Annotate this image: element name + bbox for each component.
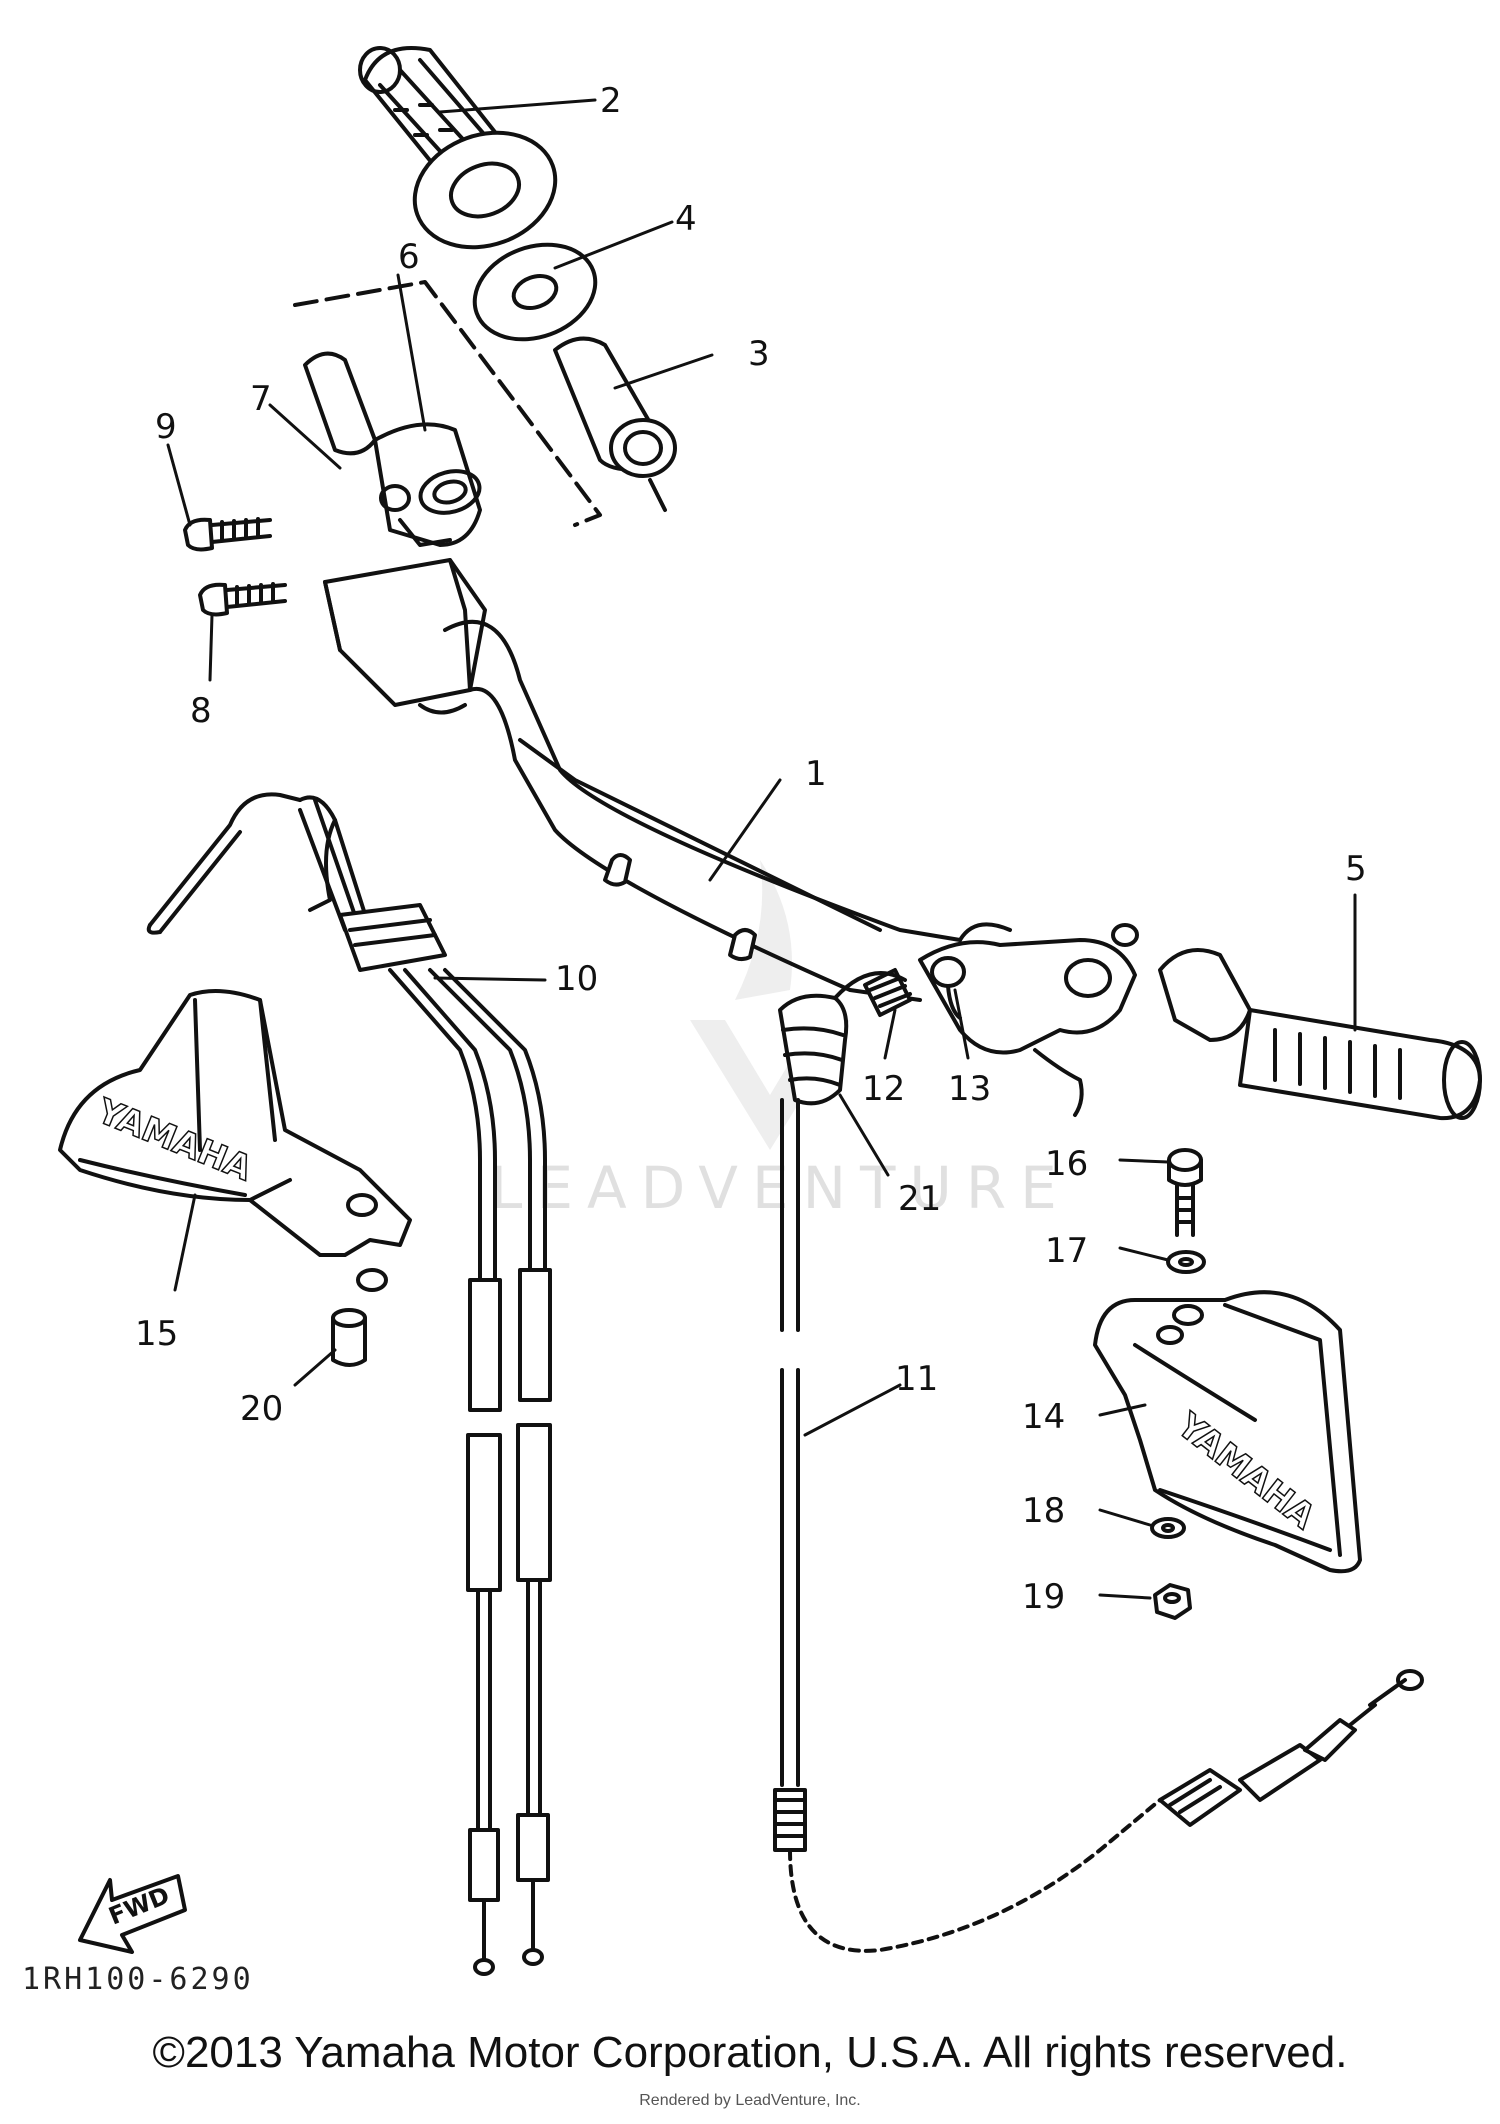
callout-1: 1 [805, 754, 827, 794]
callout-labels: 1 2 3 4 5 6 7 8 9 10 11 12 13 14 15 16 1… [135, 81, 1367, 1617]
leader-lines [166, 98, 1357, 1600]
throttle-cables [146, 792, 552, 1976]
callout-17: 17 [1045, 1231, 1088, 1271]
hand-guard-left [58, 989, 412, 1292]
throttle-sleeve [553, 336, 677, 512]
callout-12: 12 [862, 1069, 905, 1109]
cable-clamp [863, 968, 912, 1017]
hand-guard-right [1093, 1290, 1362, 1574]
callout-10: 10 [555, 959, 598, 999]
callout-20: 20 [240, 1389, 283, 1429]
callout-4: 4 [675, 199, 697, 239]
callout-19: 19 [1022, 1577, 1065, 1617]
nut-19 [1153, 1583, 1192, 1620]
callout-5: 5 [1345, 849, 1367, 889]
kit-outline [293, 280, 602, 527]
grip-right [1158, 948, 1482, 1121]
callout-11: 11 [895, 1359, 938, 1399]
callout-9: 9 [155, 407, 177, 447]
watermark-text: LEADVENTURE [490, 1154, 1071, 1222]
clutch-cable [773, 1098, 1424, 1953]
collar-washer [472, 242, 598, 342]
callout-15: 15 [135, 1314, 178, 1354]
callout-14: 14 [1022, 1397, 1065, 1437]
callout-13: 13 [948, 1069, 991, 1109]
clutch-perch [918, 922, 1139, 1117]
callout-21: 21 [898, 1179, 941, 1219]
switch-block [323, 558, 487, 715]
screw-9 [183, 517, 272, 552]
throttle-housing [303, 351, 482, 547]
washer-18 [1150, 1517, 1186, 1539]
callout-18: 18 [1022, 1491, 1065, 1531]
copyright-notice: ©2013 Yamaha Motor Corporation, U.S.A. A… [152, 2028, 1348, 2077]
bolt-16 [1167, 1148, 1203, 1237]
washer-17 [1166, 1250, 1206, 1274]
callout-2: 2 [600, 81, 622, 121]
screw-8 [198, 582, 287, 617]
callout-7: 7 [250, 379, 272, 419]
grip-left [358, 46, 558, 250]
callout-3: 3 [748, 334, 770, 374]
diagram-reference-code: 1RH100-6290 [22, 1962, 254, 1997]
callout-8: 8 [190, 691, 212, 731]
handlebar [443, 619, 962, 1002]
callout-16: 16 [1045, 1144, 1088, 1184]
fwd-arrow-icon [78, 1874, 187, 1954]
cable-holder [778, 971, 907, 1106]
callout-6: 6 [398, 237, 420, 277]
hot-start-switch [930, 956, 966, 1020]
rendered-by-credit: Rendered by LeadVenture, Inc. [639, 2092, 861, 2109]
collar [331, 1308, 367, 1367]
